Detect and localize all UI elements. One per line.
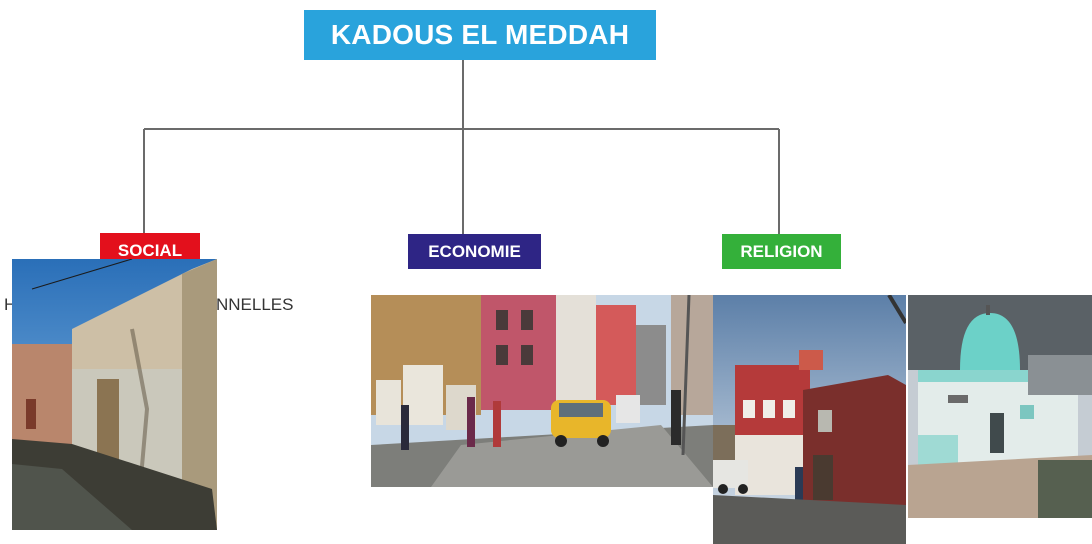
branch-religion-label: RELIGION — [740, 241, 823, 261]
root-title: KADOUS EL MEDDAH — [330, 19, 630, 50]
economie-street-photo — [371, 295, 713, 487]
branch-economie-label: ECONOMIE — [428, 241, 521, 261]
branch-economie: ECONOMIE — [408, 234, 541, 269]
branch-social-label: SOCIAL — [117, 241, 183, 260]
religion-building-photo — [713, 295, 906, 544]
social-street-photo — [12, 259, 217, 530]
branch-religion: RELIGION — [722, 234, 841, 269]
religion-dome-photo — [908, 295, 1092, 518]
root-node: KADOUS EL MEDDAH — [304, 10, 656, 60]
social-caption-end: NNELLES — [216, 295, 294, 314]
